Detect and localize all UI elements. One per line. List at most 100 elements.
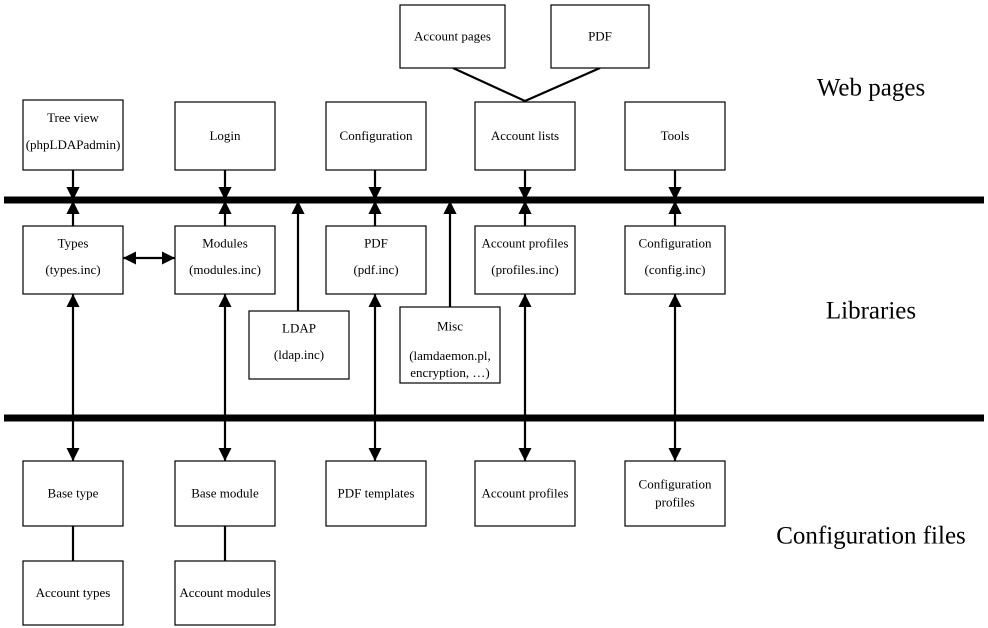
connector-line <box>524 66 601 103</box>
node-label: Account profiles <box>481 485 568 500</box>
node-label: PDF templates <box>338 485 415 500</box>
arrow-head-up <box>368 294 382 307</box>
node-label: Configuration <box>639 476 712 491</box>
arrow-head-up <box>218 294 232 307</box>
arrow-head-on-bar <box>368 187 382 200</box>
node-box <box>325 460 427 527</box>
node-label: PDF <box>364 235 388 250</box>
node-box <box>174 460 276 527</box>
node-account-profiles-files: Account profiles <box>474 460 576 527</box>
node-box <box>624 101 726 171</box>
node-modules-lib: Modules (modules.inc) <box>174 225 276 295</box>
node-box <box>22 560 124 626</box>
node-account-profiles-lib: Account profiles (profiles.inc) <box>474 225 576 295</box>
section-label-web-pages: Web pages <box>817 75 925 102</box>
node-label: Configuration <box>340 128 413 143</box>
node-label: Types <box>58 235 89 250</box>
arrow-head-on-bar <box>218 201 232 214</box>
node-box <box>474 101 576 171</box>
node-box <box>399 4 506 69</box>
node-box <box>474 225 576 295</box>
node-configuration-lib: Configuration (config.inc) <box>624 225 726 295</box>
node-label: Account profiles <box>481 235 568 250</box>
node-account-pages: Account pages <box>399 4 506 69</box>
node-box <box>624 460 726 527</box>
arrow-head-on-bar <box>368 201 382 214</box>
node-sublabel: (modules.inc) <box>189 262 261 277</box>
node-box <box>550 4 650 69</box>
connector-base-module-to-modules <box>218 294 232 461</box>
node-label: Base module <box>191 485 259 500</box>
node-label: Tools <box>661 128 690 143</box>
node-box <box>174 560 276 626</box>
node-label: Account modules <box>179 585 270 600</box>
node-box <box>22 460 124 527</box>
node-configuration-page: Configuration <box>325 101 427 171</box>
node-base-type: Base type <box>22 460 124 527</box>
node-account-lists: Account lists <box>474 101 576 171</box>
arrow-head-down <box>668 448 682 461</box>
arrow-head-up <box>518 294 532 307</box>
node-misc-lib: Misc (lamdaemon.pl, encryption, …) <box>399 306 501 384</box>
node-sublabel: (ldap.inc) <box>274 347 324 362</box>
arrow-head-down <box>218 448 232 461</box>
arrow-head-on-bar <box>66 187 80 200</box>
node-sublabel: (profiles.inc) <box>491 262 559 277</box>
node-label: Account types <box>36 585 111 600</box>
node-sublabel: (lamdaemon.pl, <box>409 348 491 363</box>
node-sublabel: (config.inc) <box>644 262 705 277</box>
node-pdf-lib: PDF (pdf.inc) <box>325 225 427 295</box>
arrow-head-down <box>368 448 382 461</box>
arrow-head-on-bar <box>668 201 682 214</box>
node-label: Misc <box>437 319 463 334</box>
connector-configuration-profiles-to-lib <box>668 294 682 461</box>
node-sublabel: (types.inc) <box>45 262 100 277</box>
arrow-head-on-bar <box>66 201 80 214</box>
arrow-head-up <box>668 294 682 307</box>
arrow-head-down <box>518 448 532 461</box>
connector-account-profiles-files-to-lib <box>518 294 532 461</box>
connector-types-modules-link <box>123 251 175 265</box>
connector-misc-to-bar <box>443 201 457 307</box>
arrow-head-on-bar <box>291 201 305 214</box>
node-label: LDAP <box>282 320 316 335</box>
arrow-head-right <box>162 251 175 265</box>
connector-base-type-to-types <box>66 294 80 461</box>
node-login: Login <box>174 101 276 171</box>
node-ldap-lib: LDAP (ldap.inc) <box>248 310 350 380</box>
connector-pdf-templates-to-pdf-lib <box>368 294 382 461</box>
connector-pdf-to-account-lists <box>524 66 601 103</box>
layer-bar-group <box>4 187 984 422</box>
node-sublabel: (pdf.inc) <box>353 262 398 277</box>
node-label: Modules <box>202 235 248 250</box>
node-account-modules: Account modules <box>174 560 276 626</box>
arrow-head-on-bar <box>218 187 232 200</box>
arrow-head-on-bar <box>518 187 532 200</box>
section-label-libraries: Libraries <box>826 298 916 325</box>
node-box <box>22 225 124 295</box>
arrow-head-left <box>123 251 136 265</box>
node-tools: Tools <box>624 101 726 171</box>
arrow-head-down <box>66 448 80 461</box>
node-box <box>174 225 276 295</box>
arrow-head-up <box>66 294 80 307</box>
node-box <box>325 225 427 295</box>
arrow-head-on-bar <box>443 201 457 214</box>
node-box <box>174 101 276 171</box>
node-label: Configuration <box>639 235 712 250</box>
node-box <box>624 225 726 295</box>
arrow-head-on-bar <box>518 201 532 214</box>
node-sublabel: encryption, …) <box>410 365 489 380</box>
connector-account-pages-to-account-lists <box>452 67 526 102</box>
node-box <box>325 101 427 171</box>
node-box <box>399 306 501 384</box>
node-label: PDF <box>588 28 612 43</box>
node-box <box>474 460 576 527</box>
node-pdf-templates: PDF templates <box>325 460 427 527</box>
node-base-module: Base module <box>174 460 276 527</box>
